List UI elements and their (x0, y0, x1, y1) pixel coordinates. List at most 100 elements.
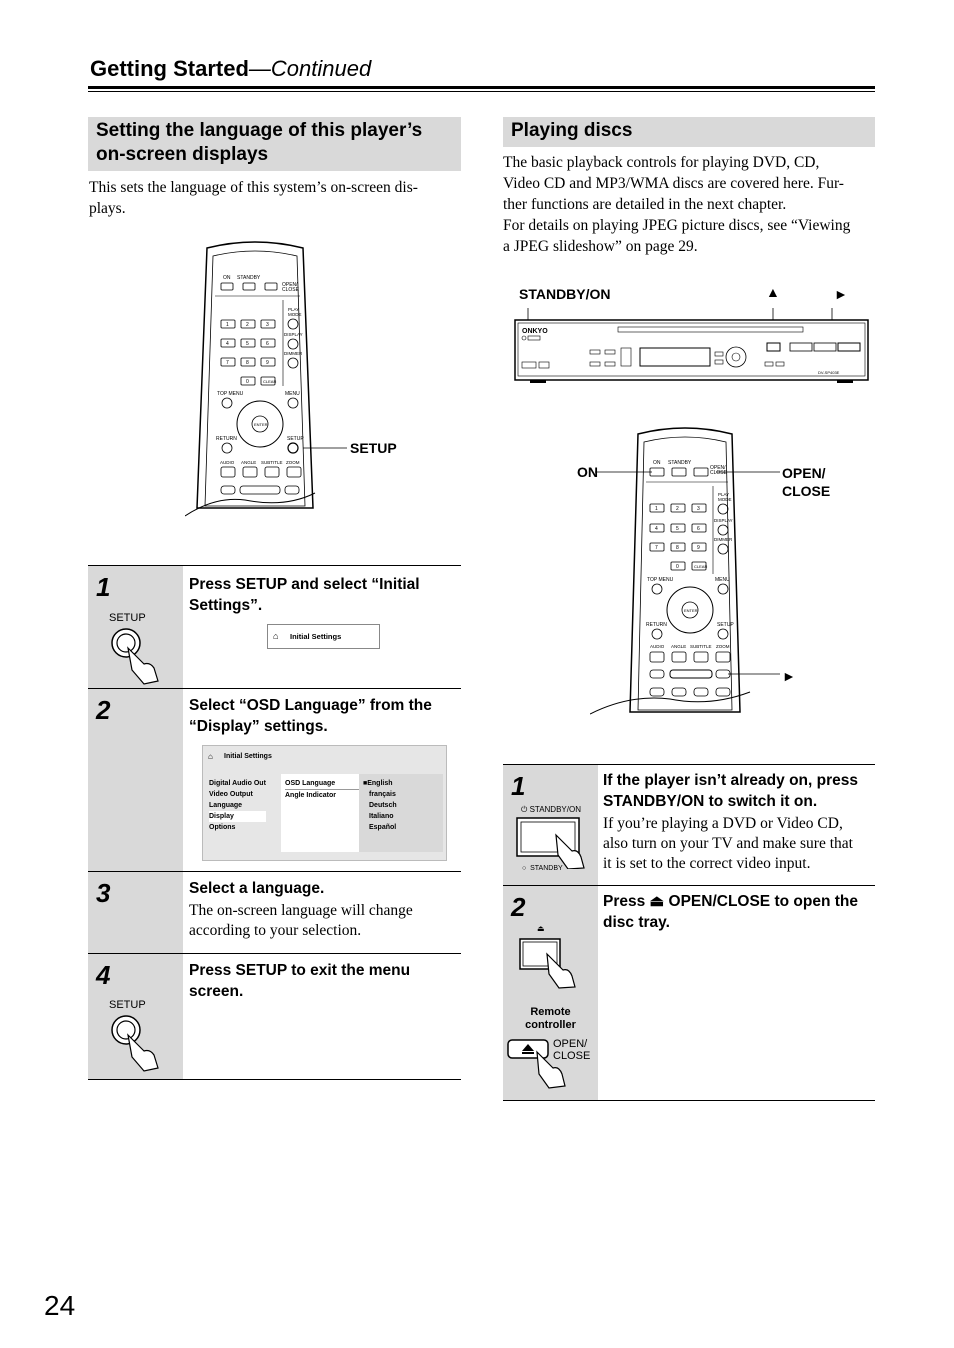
step-num-column: 1 ⏻ STANDBY/ON ○ STANDBY (503, 765, 598, 886)
remote-digit: 0 (676, 564, 679, 570)
playing-intro: The basic playback controls for playing … (503, 152, 875, 257)
remote-digit: 4 (655, 526, 658, 532)
standby-icon-label-bottom: ○ STANDBY (522, 865, 563, 872)
section-title-playing: Playing discs (503, 117, 875, 147)
osd-menu-item: Digital Audio Out (209, 780, 266, 787)
eject-icon: ⏏ (537, 924, 545, 933)
remote-label-standby: STANDBY (237, 275, 261, 281)
remote-play-button (669, 669, 713, 679)
setup-callout: SETUP (350, 440, 397, 456)
intro-line: The basic playback controls for playing … (503, 154, 820, 171)
step-number: 2 (511, 892, 526, 922)
intro-text: This sets the language of this system’s … (89, 177, 461, 219)
page-number: 24 (44, 1290, 76, 1321)
step-title: Press SETUP to exit the menu screen. (189, 960, 410, 1002)
disc-icon: ⌂ (273, 631, 279, 641)
remote-label-audio: AUDIO (220, 460, 235, 465)
remote-label-standby: STANDBY (668, 460, 692, 466)
osd-language-list: ■English français Deutsch Italiano Españ… (363, 778, 397, 833)
remote-digit: 9 (697, 545, 700, 551)
callout-line: OPEN/ (782, 465, 826, 481)
right-step-2: 2 ⏏ Remote controller OPEN/ CLOSE Press … (503, 885, 875, 1101)
remote-digit: 4 (226, 341, 229, 347)
section-title-language: Setting the language of this player’s on… (88, 117, 461, 171)
remote-digit: 7 (655, 545, 658, 551)
remote-label-dimmer: DIMMER (284, 351, 303, 356)
label-line: controller (525, 1019, 576, 1031)
remote-digit: 1 (226, 322, 229, 328)
remote-label-enter: ENTER (684, 608, 698, 613)
step-num-column: 3 (88, 872, 183, 954)
osd-sub-item: OSD Language (285, 778, 360, 790)
osd-language-option: Deutsch (369, 802, 397, 809)
osd-language-list-bg (359, 774, 443, 852)
language-label: English (367, 780, 393, 787)
remote-label-mode: MODE (288, 312, 302, 317)
remote-digit: 5 (246, 341, 249, 347)
step-number: 4 (96, 960, 111, 990)
remote-label-subtitle: SUBTITLE (690, 644, 712, 649)
setup-icon-label: SETUP (109, 612, 146, 624)
step-body: The on-screen language will change accor… (189, 901, 413, 941)
remote-label-dimmer: DIMMER (714, 537, 733, 542)
remote-illustration-right: ON STANDBY OPEN/ CLOSE PLAY MODE DISPLAY… (590, 427, 780, 715)
step-num-column: 1 SETUP (88, 566, 183, 689)
remote-label-mode: MODE (718, 497, 732, 502)
left-step-2: 2 Select “OSD Language” from the “Displa… (88, 688, 461, 872)
osd-menu-item: Language (209, 802, 243, 809)
right-step-1: 1 ⏻ STANDBY/ON ○ STANDBY If the player i… (503, 764, 875, 886)
remote-label-close: CLOSE (282, 287, 300, 293)
remote-controller-label: Remote controller (503, 1006, 598, 1032)
remote-label-top-menu: TOP MENU (647, 577, 674, 583)
step-num-column: 2 ⏏ Remote controller OPEN/ CLOSE (503, 886, 598, 1100)
remote-label-subtitle: SUBTITLE (261, 460, 283, 465)
remote-label-setup: SETUP (287, 436, 304, 442)
eject-symbol-icon: ⏏ (649, 893, 665, 910)
remote-digit: 6 (266, 341, 269, 347)
remote-label-on: ON (653, 460, 661, 466)
remote-digit: 1 (655, 506, 658, 512)
header-title: Getting Started (90, 56, 249, 81)
left-step-1: 1 SETUP Press SETUP and select “Initial … (88, 565, 461, 689)
icon-label: STANDBY (530, 865, 563, 872)
remote-label-open: OPEN/ (710, 465, 726, 471)
step-title-line: Press ⏏ OPEN/CLOSE to open the (603, 891, 858, 912)
step-body-line: according to your selection. (189, 922, 362, 939)
eject-button-press-icon (519, 938, 576, 989)
remote-label-enter: ENTER (254, 422, 268, 427)
remote-label-menu: MENU (285, 391, 300, 397)
step-title-line: If the player isn’t already on, press (603, 772, 858, 789)
remote-label-angle: ANGLE (241, 460, 256, 465)
remote-open-button (693, 467, 709, 477)
remote-on-button (649, 467, 665, 477)
step-body-line: it is set to the correct video input. (603, 855, 811, 872)
step-body-line: also turn on your TV and make sure that (603, 835, 853, 852)
step-title: Press ⏏ OPEN/CLOSE to open the disc tray… (603, 891, 858, 933)
step-title-line: Press SETUP and select “Initial (189, 576, 420, 593)
step-title-line: STANDBY/ON to switch it on. (603, 793, 818, 810)
remote-number-pad: 1 2 3 4 5 6 7 8 9 0 CLEAR (649, 503, 707, 571)
setup-button-press-icon (111, 628, 159, 685)
step-body-line: If you’re playing a DVD or Video CD, (603, 815, 843, 832)
setup-button-press-icon (111, 1015, 159, 1072)
step-title-line: “Display” settings. (189, 718, 328, 735)
osd-menu-item: Options (209, 824, 236, 831)
player-model: DV-SP403E (818, 370, 840, 375)
remote-label-angle: ANGLE (671, 644, 686, 649)
step-title-line: screen. (189, 983, 244, 1000)
standby-button-press-icon (516, 817, 585, 869)
step-number: 1 (511, 771, 526, 801)
osd-language-menu: ⌂ Initial Settings Digital Audio Out Vid… (202, 745, 447, 861)
osd-menu-item: Display (209, 811, 266, 822)
step-num-column: 2 (88, 689, 183, 872)
osd-sub-item: Angle Indicator (285, 792, 336, 799)
step-number: 1 (96, 572, 111, 602)
step-title-line: disc tray. (603, 914, 670, 931)
osd-sub-menu: OSD Language Angle Indicator (285, 778, 360, 801)
remote-label-on: ON (223, 275, 231, 281)
remote-illustration-left: ON STANDBY OPEN/ CLOSE PLAY MODE DISPLAY… (185, 241, 347, 517)
intro-line: For details on playing JPEG picture disc… (503, 217, 851, 234)
step-title: If the player isn’t already on, press ST… (603, 770, 858, 812)
remote-on-button (220, 282, 234, 291)
osd-language-option: français (369, 791, 396, 798)
